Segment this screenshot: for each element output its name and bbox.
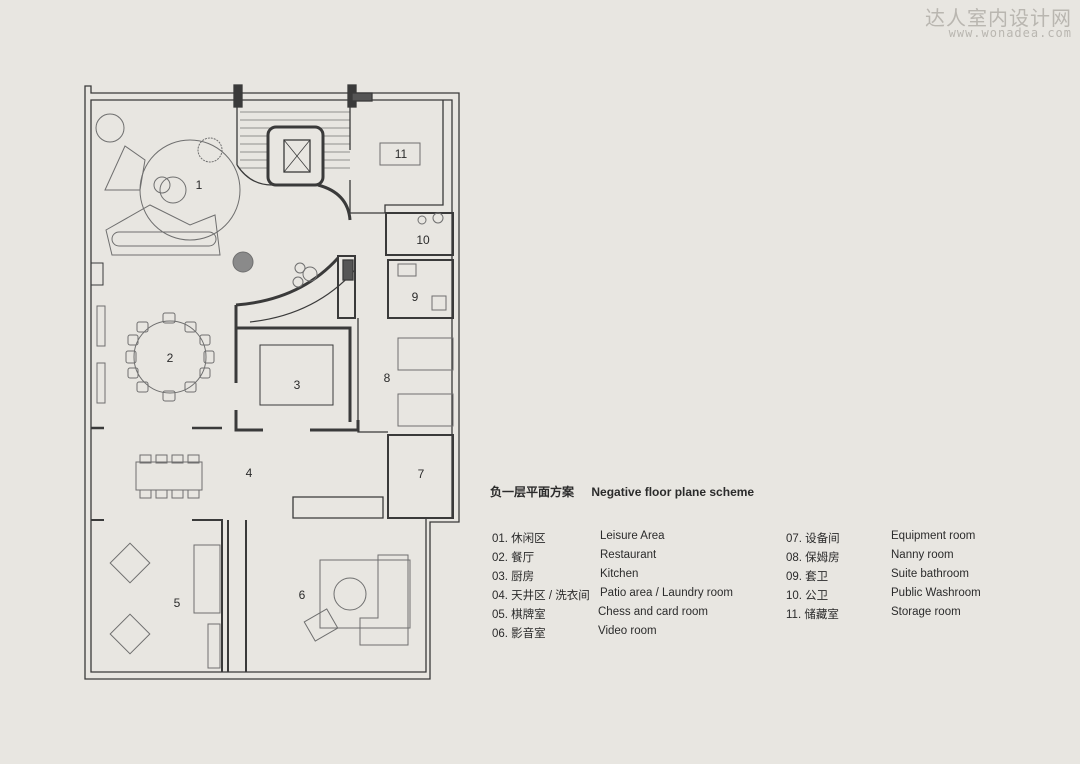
kitchen-walls — [234, 305, 352, 422]
outer-outline — [84, 85, 460, 680]
legend-num-08: 08. 保姆房 — [786, 552, 840, 564]
legend-num-06: 06. 影音室 — [492, 628, 546, 640]
nanny-walls — [357, 318, 388, 433]
legend-num-05: 05. 棋牌室 — [492, 609, 546, 621]
kitchen-lower-walls — [234, 410, 360, 432]
watermark-url: www.wonadea.com — [948, 26, 1072, 40]
plan-title-cn: 负一层平面方案 — [490, 485, 575, 499]
legend-en-11: Storage room — [891, 606, 961, 618]
storage-box — [379, 142, 421, 166]
stair-treads — [240, 111, 350, 169]
walls — [84, 84, 460, 680]
room-label-5: 5 — [174, 596, 181, 610]
room-label-8: 8 — [384, 371, 391, 385]
room-label-9: 9 — [412, 290, 419, 304]
room-label-4: 4 — [246, 466, 253, 480]
patio-table — [135, 461, 203, 491]
video-armchair — [303, 608, 339, 642]
legend-en-03: Kitchen — [600, 568, 639, 580]
curved-wall-mid — [235, 256, 340, 307]
elevator-shaft — [283, 139, 311, 173]
storage-walls — [349, 100, 444, 214]
column-round — [232, 251, 254, 273]
column-mid — [337, 255, 356, 319]
dining-chairs — [125, 312, 215, 499]
legend-num-03: 03. 厨房 — [492, 571, 535, 583]
coffee-table — [159, 176, 187, 204]
room-label-11: 11 — [395, 147, 408, 161]
elevator-core — [266, 125, 325, 187]
legend-en-07: Equipment room — [891, 530, 976, 542]
legend-en-09: Suite bathroom — [891, 568, 969, 580]
legend-en-10: Public Washroom — [891, 587, 981, 599]
legend-num-09: 09. 套卫 — [786, 571, 829, 583]
suite-bath-walls — [387, 259, 454, 319]
curved-wall-top — [317, 183, 352, 221]
video-table — [333, 577, 367, 611]
legend-en-01: Leisure Area — [600, 530, 665, 542]
card-table-2 — [109, 613, 151, 655]
legend-num-10: 10. 公卫 — [786, 590, 829, 602]
plan-title: 负一层平面方案 Negative floor plane scheme — [490, 483, 754, 500]
watermark-cn: 达人室内设计网 — [925, 8, 1072, 30]
plant — [197, 137, 223, 163]
legend-en-04: Patio area / Laundry room — [600, 587, 733, 599]
legend-num-11: 11. 储藏室 — [786, 609, 839, 621]
pillar-top-left — [233, 84, 243, 108]
wall-top-block — [351, 92, 373, 102]
side-table — [95, 113, 125, 143]
stair-curve — [236, 100, 273, 186]
furniture — [95, 113, 454, 669]
sofa-cushion — [111, 231, 217, 247]
legend-num-04: 04. 天井区 / 洗衣间 — [492, 590, 590, 602]
sofa — [105, 204, 221, 256]
room-label-7: 7 — [418, 467, 425, 481]
legend-en-05: Chess and card room — [598, 606, 708, 618]
sectional-sofa — [359, 554, 409, 646]
plan-title-en: Negative floor plane scheme — [591, 485, 755, 499]
video-rug — [319, 559, 411, 629]
legend-en-06: Video room — [598, 625, 657, 637]
equipment-room-walls — [387, 434, 454, 519]
room-label-10: 10 — [416, 233, 430, 247]
lounge-chair — [104, 145, 146, 191]
legend-en-02: Restaurant — [600, 549, 657, 561]
inner-outline — [90, 99, 453, 673]
dining-table — [133, 320, 207, 394]
room-labels: 1 2 3 4 5 6 7 8 9 10 11 — [167, 147, 430, 610]
legend-num-01: 01. 休闲区 — [492, 533, 546, 545]
legend-num-02: 02. 餐厅 — [492, 552, 535, 564]
curved-wall-mid-inner — [249, 269, 356, 323]
kitchen-counter — [259, 344, 334, 406]
room-label-3: 3 — [294, 378, 301, 392]
washroom-walls — [385, 212, 454, 256]
room-label-2: 2 — [167, 351, 174, 365]
patio-counter — [292, 496, 384, 519]
card-table — [109, 542, 151, 584]
legend-num-07: 07. 设备间 — [786, 533, 840, 545]
room-label-1: 1 — [196, 178, 203, 192]
legend-en-08: Nanny room — [891, 549, 954, 561]
chess-sofa — [193, 544, 221, 614]
room-label-6: 6 — [299, 588, 306, 602]
